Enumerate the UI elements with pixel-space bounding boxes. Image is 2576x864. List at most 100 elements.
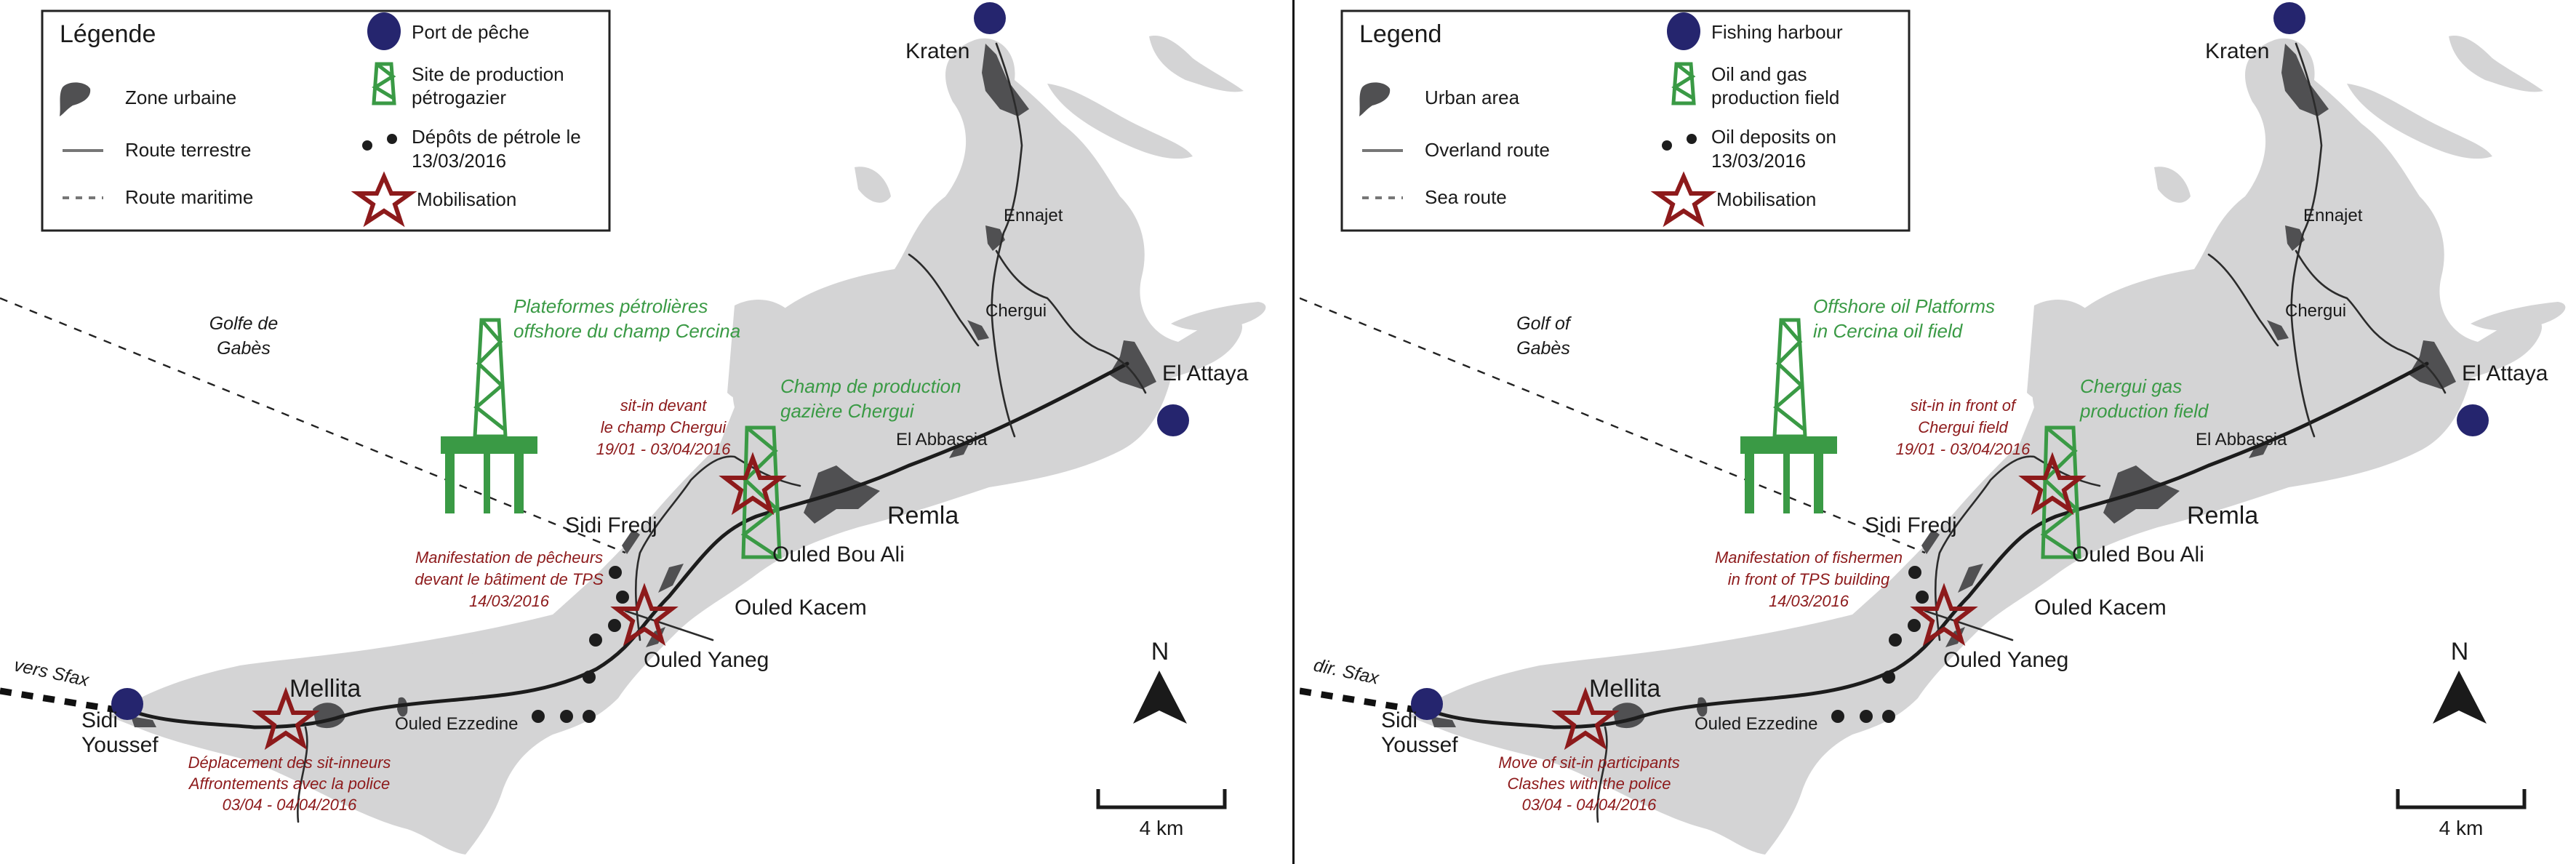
event-sitin-1: sit-in in front of [1911, 396, 2017, 415]
label-sea-1: Golfe de [209, 313, 279, 334]
label-el-abbassia: El Abbassia [2196, 430, 2287, 449]
legend-harbour-label: Fishing harbour [1711, 21, 1843, 43]
urban-ouled-kacem [1958, 564, 1983, 593]
deposit-dot [1831, 710, 1844, 723]
label-offshore-1: Plateformes pétrolières [513, 295, 708, 317]
oil-deposits [1831, 566, 1929, 723]
main-road [1425, 361, 2429, 729]
legend-deposit-icon [362, 140, 372, 151]
harbour-sidi-youssef-icon [111, 688, 143, 720]
legend-production-icon [372, 62, 396, 105]
label-kraten: Kraten [905, 39, 969, 63]
chergui-rig-icon [2040, 425, 2081, 559]
legend: Legend Urban area Overland route Sea rou… [1340, 9, 1911, 232]
urban-chergui [2267, 320, 2289, 340]
island-inner [727, 299, 808, 404]
deposit-dot [583, 671, 596, 684]
label-chergui-field-2: gazière Chergui [780, 400, 915, 422]
legend-harbour-icon [367, 12, 401, 50]
road-tps [624, 609, 714, 641]
legend-title: Légende [60, 20, 156, 48]
mobilisation-star-mellita [252, 687, 320, 751]
map-panel-english: Kraten Ennajet Chergui El Attaya El Abba… [1300, 0, 2576, 864]
legend-urban-icon [60, 82, 91, 116]
oil-deposits [532, 566, 629, 723]
urban-ennajet [985, 225, 1005, 251]
deposit-dot [1908, 566, 1921, 579]
harbour-kraten-icon [2273, 2, 2305, 34]
land-masses [109, 36, 1266, 855]
road-mellita-south [1596, 726, 1608, 823]
north-label: N [1151, 638, 1169, 665]
north-label: N [2451, 638, 2469, 665]
label-sfax: vers Sfax [12, 655, 92, 690]
label-chergui-field-1: Champ de production [780, 375, 961, 397]
urban-areas [1431, 44, 2456, 729]
road-ennajet-attaya [995, 249, 1147, 394]
label-sidi-fredj: Sidi Fredj [565, 513, 657, 537]
label-sidi-fredj: Sidi Fredj [1865, 513, 1957, 537]
urban-el-attaya [2409, 340, 2456, 389]
scale-bar [2396, 789, 2527, 809]
road-tps [1924, 609, 2014, 641]
north-arrow-icon [2433, 671, 2487, 724]
island-main [109, 38, 1243, 855]
legend-harbour-icon [1667, 12, 1700, 50]
deposit-dot [1882, 710, 1895, 723]
label-chergui-field-1: Chergui gas [2080, 375, 2182, 397]
label-chergui: Chergui [2285, 301, 2346, 321]
legend-deposit-icon [1662, 140, 1672, 151]
label-sidi-youssef-2: Youssef [81, 733, 159, 757]
label-ouled-ezzedine: Ouled Ezzedine [1695, 714, 1817, 734]
legend-box [1340, 9, 1911, 232]
label-ouled-yaneg: Ouled Yaneg [1943, 648, 2068, 672]
label-sea-2: Gabès [217, 338, 271, 359]
legend-production-label-1: Oil and gas [1711, 63, 1807, 85]
urban-sidi-youssef [1431, 716, 1456, 727]
islet-ne-1 [1149, 36, 1244, 92]
event-mellita-3: 03/04 - 04/04/2016 [223, 796, 357, 814]
urban-sidi-youssef [131, 716, 156, 727]
legend: Légende Zone urbaine Route terrestre Rou… [41, 9, 611, 232]
label-kraten: Kraten [2205, 39, 2269, 63]
event-sitin-2: Chergui field [1918, 418, 2008, 436]
harbour-el-attaya-icon [2457, 404, 2489, 436]
deposit-dot [1860, 710, 1873, 723]
label-sea-2: Gabès [1516, 338, 1570, 359]
label-el-attaya: El Attaya [2462, 361, 2548, 385]
label-mellita: Mellita [289, 675, 361, 703]
panel-divider [1292, 0, 1295, 864]
label-sidi-youssef-1: Sidi [81, 708, 118, 732]
offshore-platform-icon [1740, 318, 1837, 513]
islet-e [2471, 302, 2566, 331]
island-west-arm [371, 649, 538, 727]
map-svg: Kraten Ennajet Chergui El Attaya El Abba… [0, 2, 1266, 855]
mobilisation-star-tps [610, 583, 679, 647]
islet-e [1171, 302, 1266, 331]
urban-remla [2103, 465, 2180, 524]
roads [125, 42, 1147, 823]
road-kraten-abbassia [2290, 42, 2323, 438]
urban-chergui [967, 320, 989, 340]
urban-areas [131, 44, 1156, 729]
harbour-el-attaya-icon [1157, 404, 1189, 436]
legend-harbour-label: Port de pêche [412, 21, 529, 43]
label-sea-1: Golf of [1516, 313, 1572, 334]
label-ennajet: Ennajet [2303, 206, 2363, 225]
event-sitin-2: le champ Chergui [601, 418, 727, 436]
legend-overland-label: Route terrestre [125, 139, 251, 161]
islet-nw [855, 167, 891, 203]
road-chergui-west [908, 253, 980, 347]
label-el-attaya: El Attaya [1162, 361, 1249, 385]
event-fishers-2: in front of TPS building [1728, 570, 1890, 588]
legend-deposits-label-2: 13/03/2016 [412, 150, 506, 172]
label-offshore-2: in Cercina oil field [1813, 320, 1964, 342]
legend-mobilisation-icon [351, 171, 417, 228]
label-ouled-yaneg: Ouled Yaneg [644, 648, 769, 672]
legend-deposits-label-2: 13/03/2016 [1711, 150, 1806, 172]
deposit-dot [589, 633, 602, 647]
north-arrow-icon [1133, 671, 1187, 724]
event-sitin-3: 19/01 - 03/04/2016 [1896, 440, 2031, 458]
deposit-dot [583, 710, 596, 723]
event-mellita-2: Affrontements avec la police [188, 775, 390, 793]
